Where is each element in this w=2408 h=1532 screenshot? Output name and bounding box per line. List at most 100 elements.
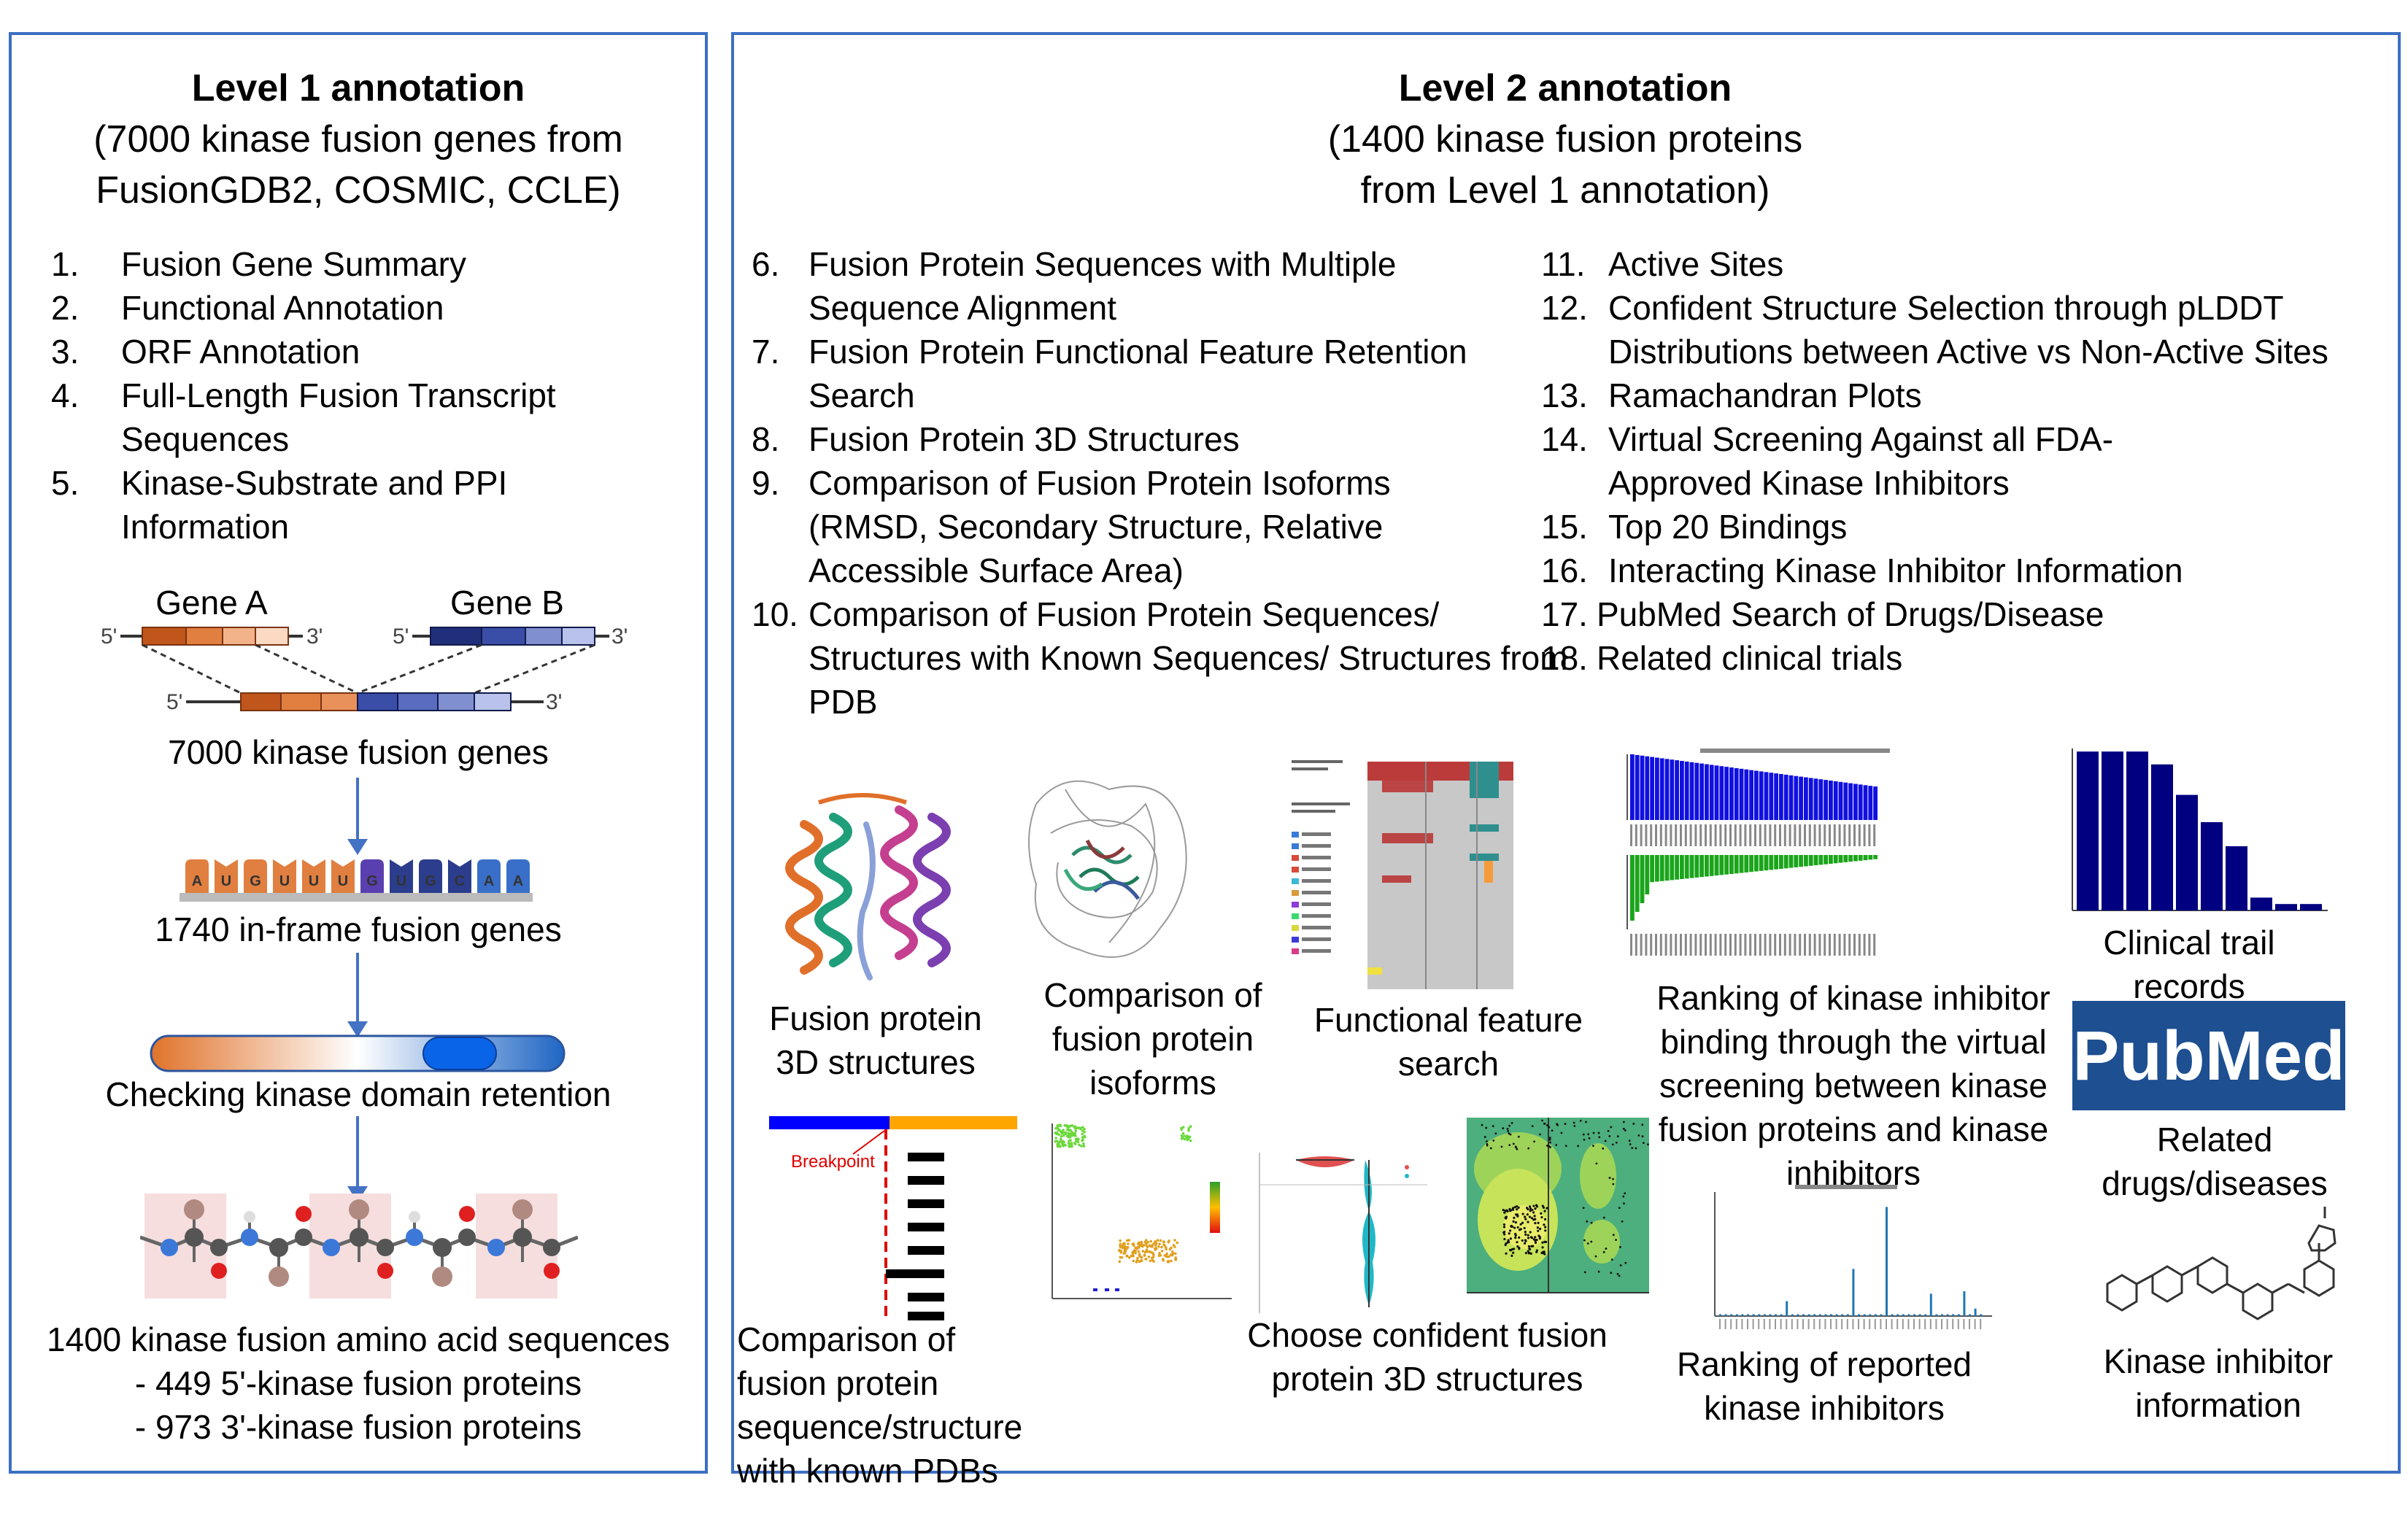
plddt-point — [1069, 1139, 1072, 1142]
rama-point — [1483, 1136, 1486, 1138]
rama-point — [1572, 1121, 1575, 1124]
rama-point — [1508, 1144, 1511, 1147]
step4-line3: - 973 3'-kinase fusion proteins — [134, 1408, 582, 1446]
vs-tick — [1699, 824, 1702, 846]
vs-blue-bar — [1714, 765, 1719, 820]
rama-point — [1485, 1126, 1488, 1129]
vs-tick — [1684, 824, 1687, 846]
vs-blue-bar — [1769, 773, 1774, 820]
rama-point — [1610, 1258, 1613, 1261]
reported-inhibitor-bars — [1693, 1185, 1999, 1331]
rama-point — [1532, 1238, 1535, 1241]
vs-blue-bar — [1824, 780, 1828, 820]
level2-subtitle-1: (1400 kinase fusion proteins — [1327, 118, 1803, 160]
plddt-point — [1151, 1245, 1154, 1248]
rama-point — [1524, 1218, 1527, 1220]
vs-tick — [1749, 934, 1752, 956]
vs-green-bar — [1794, 855, 1799, 867]
rama-point — [1516, 1148, 1518, 1150]
plddt-point — [1132, 1259, 1135, 1263]
rama-point — [1529, 1231, 1532, 1234]
plddt-point — [1147, 1255, 1151, 1258]
rama-point — [1511, 1207, 1515, 1210]
plddt-point — [1083, 1127, 1086, 1131]
three-prime-label-a: 3' — [306, 624, 323, 649]
vs-blue-bar — [1804, 777, 1808, 820]
step4-line2: - 449 5'-kinase fusion proteins — [134, 1364, 582, 1402]
reported-tick — [1747, 1319, 1748, 1329]
reported-tick — [1902, 1319, 1904, 1329]
vs-tick — [1858, 824, 1861, 846]
rama-point — [1577, 1145, 1580, 1148]
vs-tick — [1794, 934, 1797, 956]
rama-point — [1521, 1212, 1524, 1215]
vs-green-bar — [1729, 855, 1734, 874]
plddt-point — [1161, 1258, 1165, 1261]
level1-item: 3.ORF Annotation — [51, 333, 360, 371]
reported-bar — [1913, 1314, 1915, 1316]
vs-tick — [1694, 824, 1697, 846]
vs-blue-bar — [1694, 762, 1699, 820]
vs-green-bar — [1705, 855, 1709, 877]
rama-point — [1508, 1232, 1510, 1235]
rama-point — [1531, 1208, 1534, 1212]
rama-point — [1602, 1216, 1605, 1219]
plddt-point — [1141, 1250, 1145, 1253]
vs-green-bars — [1630, 855, 1878, 921]
rama-point — [1604, 1140, 1607, 1142]
plddt-point — [1081, 1139, 1084, 1142]
rama-point — [1641, 1135, 1644, 1138]
plddt-point — [1145, 1258, 1148, 1261]
rama-point — [1612, 1177, 1614, 1180]
rama-point — [1527, 1245, 1531, 1248]
plddt-point — [1074, 1129, 1078, 1133]
vs-blue-bar — [1719, 766, 1724, 820]
vs-tick — [1838, 934, 1841, 956]
step3-label: Checking kinase domain retention — [105, 1075, 611, 1113]
rama-point — [1500, 1145, 1503, 1148]
reported-tick — [1907, 1319, 1910, 1329]
rama-point — [1582, 1207, 1585, 1210]
reported-bar — [1929, 1293, 1932, 1316]
vs-green-bar — [1848, 855, 1853, 862]
rama-point — [1583, 1271, 1586, 1274]
rama-point — [1588, 1137, 1591, 1140]
rama-point — [1595, 1162, 1598, 1165]
rama-point — [1619, 1264, 1622, 1266]
reported-tick — [1858, 1319, 1859, 1329]
reported-bar — [1735, 1314, 1738, 1316]
reported-tick — [1852, 1319, 1854, 1329]
vs-green-bar — [1868, 855, 1873, 860]
plddt-point — [1080, 1145, 1083, 1148]
vs-tick — [1705, 934, 1707, 956]
plddt-point — [1189, 1125, 1192, 1128]
vs-blue-bar — [1818, 779, 1824, 820]
rama-point — [1624, 1261, 1627, 1264]
rama-point — [1602, 1147, 1605, 1150]
plddt-point — [1159, 1239, 1162, 1242]
rama-point — [1621, 1220, 1624, 1223]
vs-green-bar — [1838, 855, 1843, 863]
rama-point — [1540, 1215, 1543, 1219]
vs-blue-bar — [1873, 786, 1878, 820]
rama-point — [1529, 1205, 1532, 1208]
codon-letter: G — [425, 873, 436, 889]
vs-green-bar — [1689, 855, 1694, 878]
rama-point — [1545, 1207, 1548, 1210]
plddt-point — [1054, 1137, 1058, 1140]
reported-tick — [1752, 1319, 1754, 1329]
vs-tick — [1843, 934, 1846, 956]
plddt-point — [1157, 1245, 1160, 1248]
rama-point — [1530, 1237, 1534, 1239]
rama-point — [1542, 1250, 1545, 1253]
rama-point — [1516, 1208, 1518, 1211]
plddt-point — [1174, 1258, 1178, 1261]
plddt-point — [1159, 1254, 1162, 1257]
vs-tick — [1689, 934, 1692, 956]
plddt-point — [1176, 1241, 1179, 1245]
rama-point — [1534, 1236, 1537, 1239]
rama-point — [1486, 1140, 1488, 1142]
vs-tick — [1838, 824, 1841, 846]
rama-point — [1592, 1145, 1594, 1148]
vs-blue-bar — [1868, 786, 1873, 820]
